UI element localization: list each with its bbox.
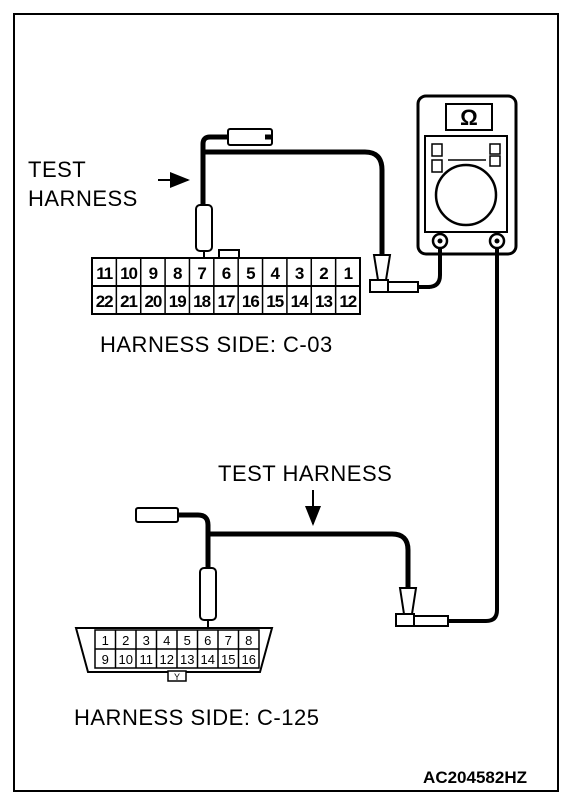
test-harness-label-bottom: TEST HARNESS (218, 461, 392, 486)
c03-pin: 5 (246, 264, 255, 283)
c125-pin: 9 (102, 652, 109, 667)
c03-pin: 14 (291, 292, 309, 311)
c03-pin: 2 (319, 264, 328, 283)
c125-pin: 15 (221, 652, 235, 667)
c125-pin: 12 (160, 652, 174, 667)
c03-pin: 4 (270, 264, 280, 283)
c03-pin: 22 (96, 292, 113, 311)
c125-pin: 3 (143, 633, 150, 648)
c03-pin: 16 (242, 292, 259, 311)
multimeter: Ω (416, 94, 518, 256)
key-mark: Y (174, 672, 180, 682)
c03-pin: 3 (295, 264, 304, 283)
c125-pin: 2 (122, 633, 129, 648)
c03-pin: 8 (173, 264, 182, 283)
test-harness-label-top-line2: HARNESS (28, 186, 138, 211)
frame-border (13, 13, 559, 792)
c125-pin: 1 (102, 633, 109, 648)
c125-pin: 5 (184, 633, 191, 648)
figure-code: AC204582HZ (423, 768, 527, 787)
top-test-harness (195, 128, 430, 293)
c03-pin: 9 (149, 264, 158, 283)
c125-pin: 14 (201, 652, 215, 667)
c125-pin: 8 (245, 633, 252, 648)
c03-pin: 18 (193, 292, 210, 311)
c125-pin: 13 (180, 652, 194, 667)
c125-pin: 6 (204, 633, 211, 648)
c03-pin: 13 (315, 292, 332, 311)
bottom-test-harness (135, 507, 449, 634)
c03-pin: 7 (197, 264, 206, 283)
c03-pin: 10 (120, 264, 137, 283)
c03-pin: 21 (120, 292, 137, 311)
c125-pin: 4 (163, 633, 170, 648)
c03-pin: 12 (339, 292, 356, 311)
harness-side-c125-label: HARNESS SIDE: C-125 (74, 705, 319, 730)
c125-pin: 10 (119, 652, 133, 667)
c03-pin: 15 (266, 292, 283, 311)
c03-pin: 17 (218, 292, 235, 311)
c03-pin: 6 (222, 264, 231, 283)
c125-pin: 7 (225, 633, 232, 648)
meter-lead-left (427, 248, 442, 289)
ohm-symbol: Ω (460, 105, 478, 130)
c125-pin: 16 (242, 652, 256, 667)
meter-lead-right (448, 248, 499, 623)
c03-pin: 19 (169, 292, 186, 311)
c03-pin: 11 (96, 264, 113, 283)
c125-pin: 11 (140, 652, 154, 667)
test-harness-label-top-line1: TEST (28, 157, 86, 182)
harness-side-c03-label: HARNESS SIDE: C-03 (100, 332, 333, 357)
c03-pin: 1 (344, 264, 353, 283)
c03-pin: 20 (144, 292, 161, 311)
